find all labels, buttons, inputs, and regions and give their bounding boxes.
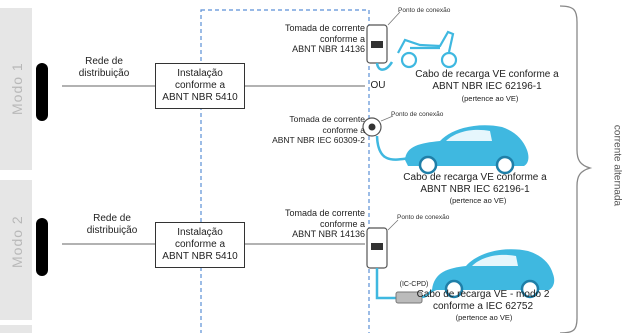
mode1-connection-point-a-label: Ponto de conexão <box>398 7 451 14</box>
installation-dashed-boundary <box>200 9 370 333</box>
cable-b <box>375 135 411 161</box>
iccpd-box <box>395 291 423 304</box>
mode1-network-label: Rede de distribuição <box>78 56 130 79</box>
mode1-cable-a-title: Cabo de recarga VE conforme a ABNT NBR I… <box>415 69 559 92</box>
side-label-ac: corrente alternada <box>611 124 623 207</box>
mode1-installation-label: Instalação conforme a ABNT NBR 5410 <box>162 68 238 103</box>
mode2-iccpd-label: (IC-CPD) <box>399 281 429 288</box>
redaction-bar-mode1 <box>36 63 48 121</box>
redaction-bar-mode2 <box>36 218 48 276</box>
mode1-cable-a-note: (pertence ao VE) <box>461 94 519 103</box>
mode1-band <box>0 8 32 170</box>
mode2-network-label: Rede de distribuição <box>86 213 138 236</box>
mode2-installation-box: Instalação conforme a ABNT NBR 5410 <box>155 222 245 268</box>
cable-a <box>375 61 394 71</box>
mode3-band-partial <box>0 325 32 333</box>
mode1-cable-b-title: Cabo de recarga VE conforme a ABNT NBR I… <box>403 172 547 195</box>
mode2-band <box>0 180 32 320</box>
car-mode2-icon <box>432 249 555 299</box>
mode1-installation-box: Instalação conforme a ABNT NBR 5410 <box>155 63 245 109</box>
mode2-cable-title: Cabo de recarga VE - modo 2 conforme a I… <box>416 289 550 312</box>
mode2-connection-point-label: Ponto de conexão <box>397 214 450 221</box>
mode1-socket-a-label: Tomada de corrente conforme a ABNT NBR 1… <box>284 23 365 54</box>
cable-mode2 <box>375 268 396 300</box>
scooter-icon <box>397 30 458 69</box>
mode1-cable-b-note: (pertence ao VE) <box>449 196 507 205</box>
mode2-socket-label: Tomada de corrente conforme a ABNT NBR 1… <box>284 208 365 239</box>
mode2-installation-label: Instalação conforme a ABNT NBR 5410 <box>162 227 238 262</box>
right-brace <box>559 5 593 333</box>
mode1-or-label: OU <box>370 80 386 91</box>
car-b-icon <box>405 125 529 175</box>
mode1-connection-point-b-label: Ponto de conexão <box>391 111 444 118</box>
mode1-socket-b-label: Tomada de corrente conforme a ABNT NBR I… <box>272 114 365 145</box>
mode2-cable-note: (pertence ao VE) <box>455 313 513 322</box>
